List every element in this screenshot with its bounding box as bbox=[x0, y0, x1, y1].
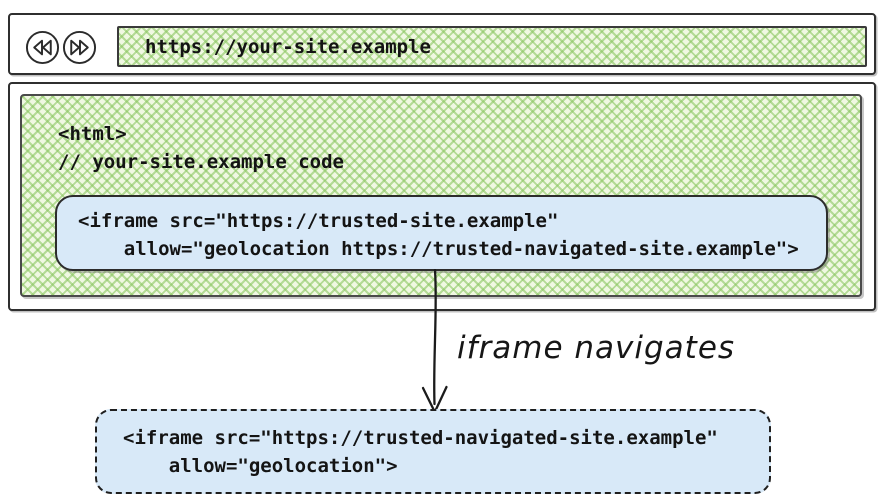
arrow-label: iframe navigates bbox=[457, 330, 736, 366]
url-text: https://your-site.example bbox=[145, 35, 431, 58]
iframe-allow-line: allow="geolocation https://trusted-navig… bbox=[78, 238, 799, 260]
iframe-src-line: <iframe src="https://trusted-site.exampl… bbox=[78, 210, 559, 232]
navigated-iframe-src-line: <iframe src="https://trusted-navigated-s… bbox=[123, 427, 718, 449]
back-button[interactable] bbox=[25, 30, 60, 65]
browser-viewport: <html> // your-site.example code <iframe… bbox=[8, 82, 876, 311]
html-open-tag-line: <html> bbox=[58, 123, 127, 145]
forward-button[interactable] bbox=[62, 30, 97, 65]
iframe-code: <iframe src="https://trusted-site.exampl… bbox=[78, 207, 799, 263]
navigated-iframe-allow-line: allow="geolocation"> bbox=[123, 455, 398, 477]
fast-forward-icon bbox=[62, 30, 97, 69]
rewind-icon bbox=[25, 30, 60, 69]
page-source-code: <html> // your-site.example code bbox=[58, 120, 344, 176]
page-code-area: <html> // your-site.example code <iframe… bbox=[20, 94, 862, 297]
url-bar[interactable]: https://your-site.example bbox=[117, 26, 867, 67]
browser-toolbar: https://your-site.example bbox=[8, 13, 876, 75]
navigated-iframe-code-box: <iframe src="https://trusted-navigated-s… bbox=[95, 409, 771, 494]
page-comment-line: // your-site.example code bbox=[58, 151, 344, 173]
embedded-iframe-code-box: <iframe src="https://trusted-site.exampl… bbox=[55, 195, 828, 271]
navigated-iframe-code: <iframe src="https://trusted-navigated-s… bbox=[123, 424, 718, 480]
